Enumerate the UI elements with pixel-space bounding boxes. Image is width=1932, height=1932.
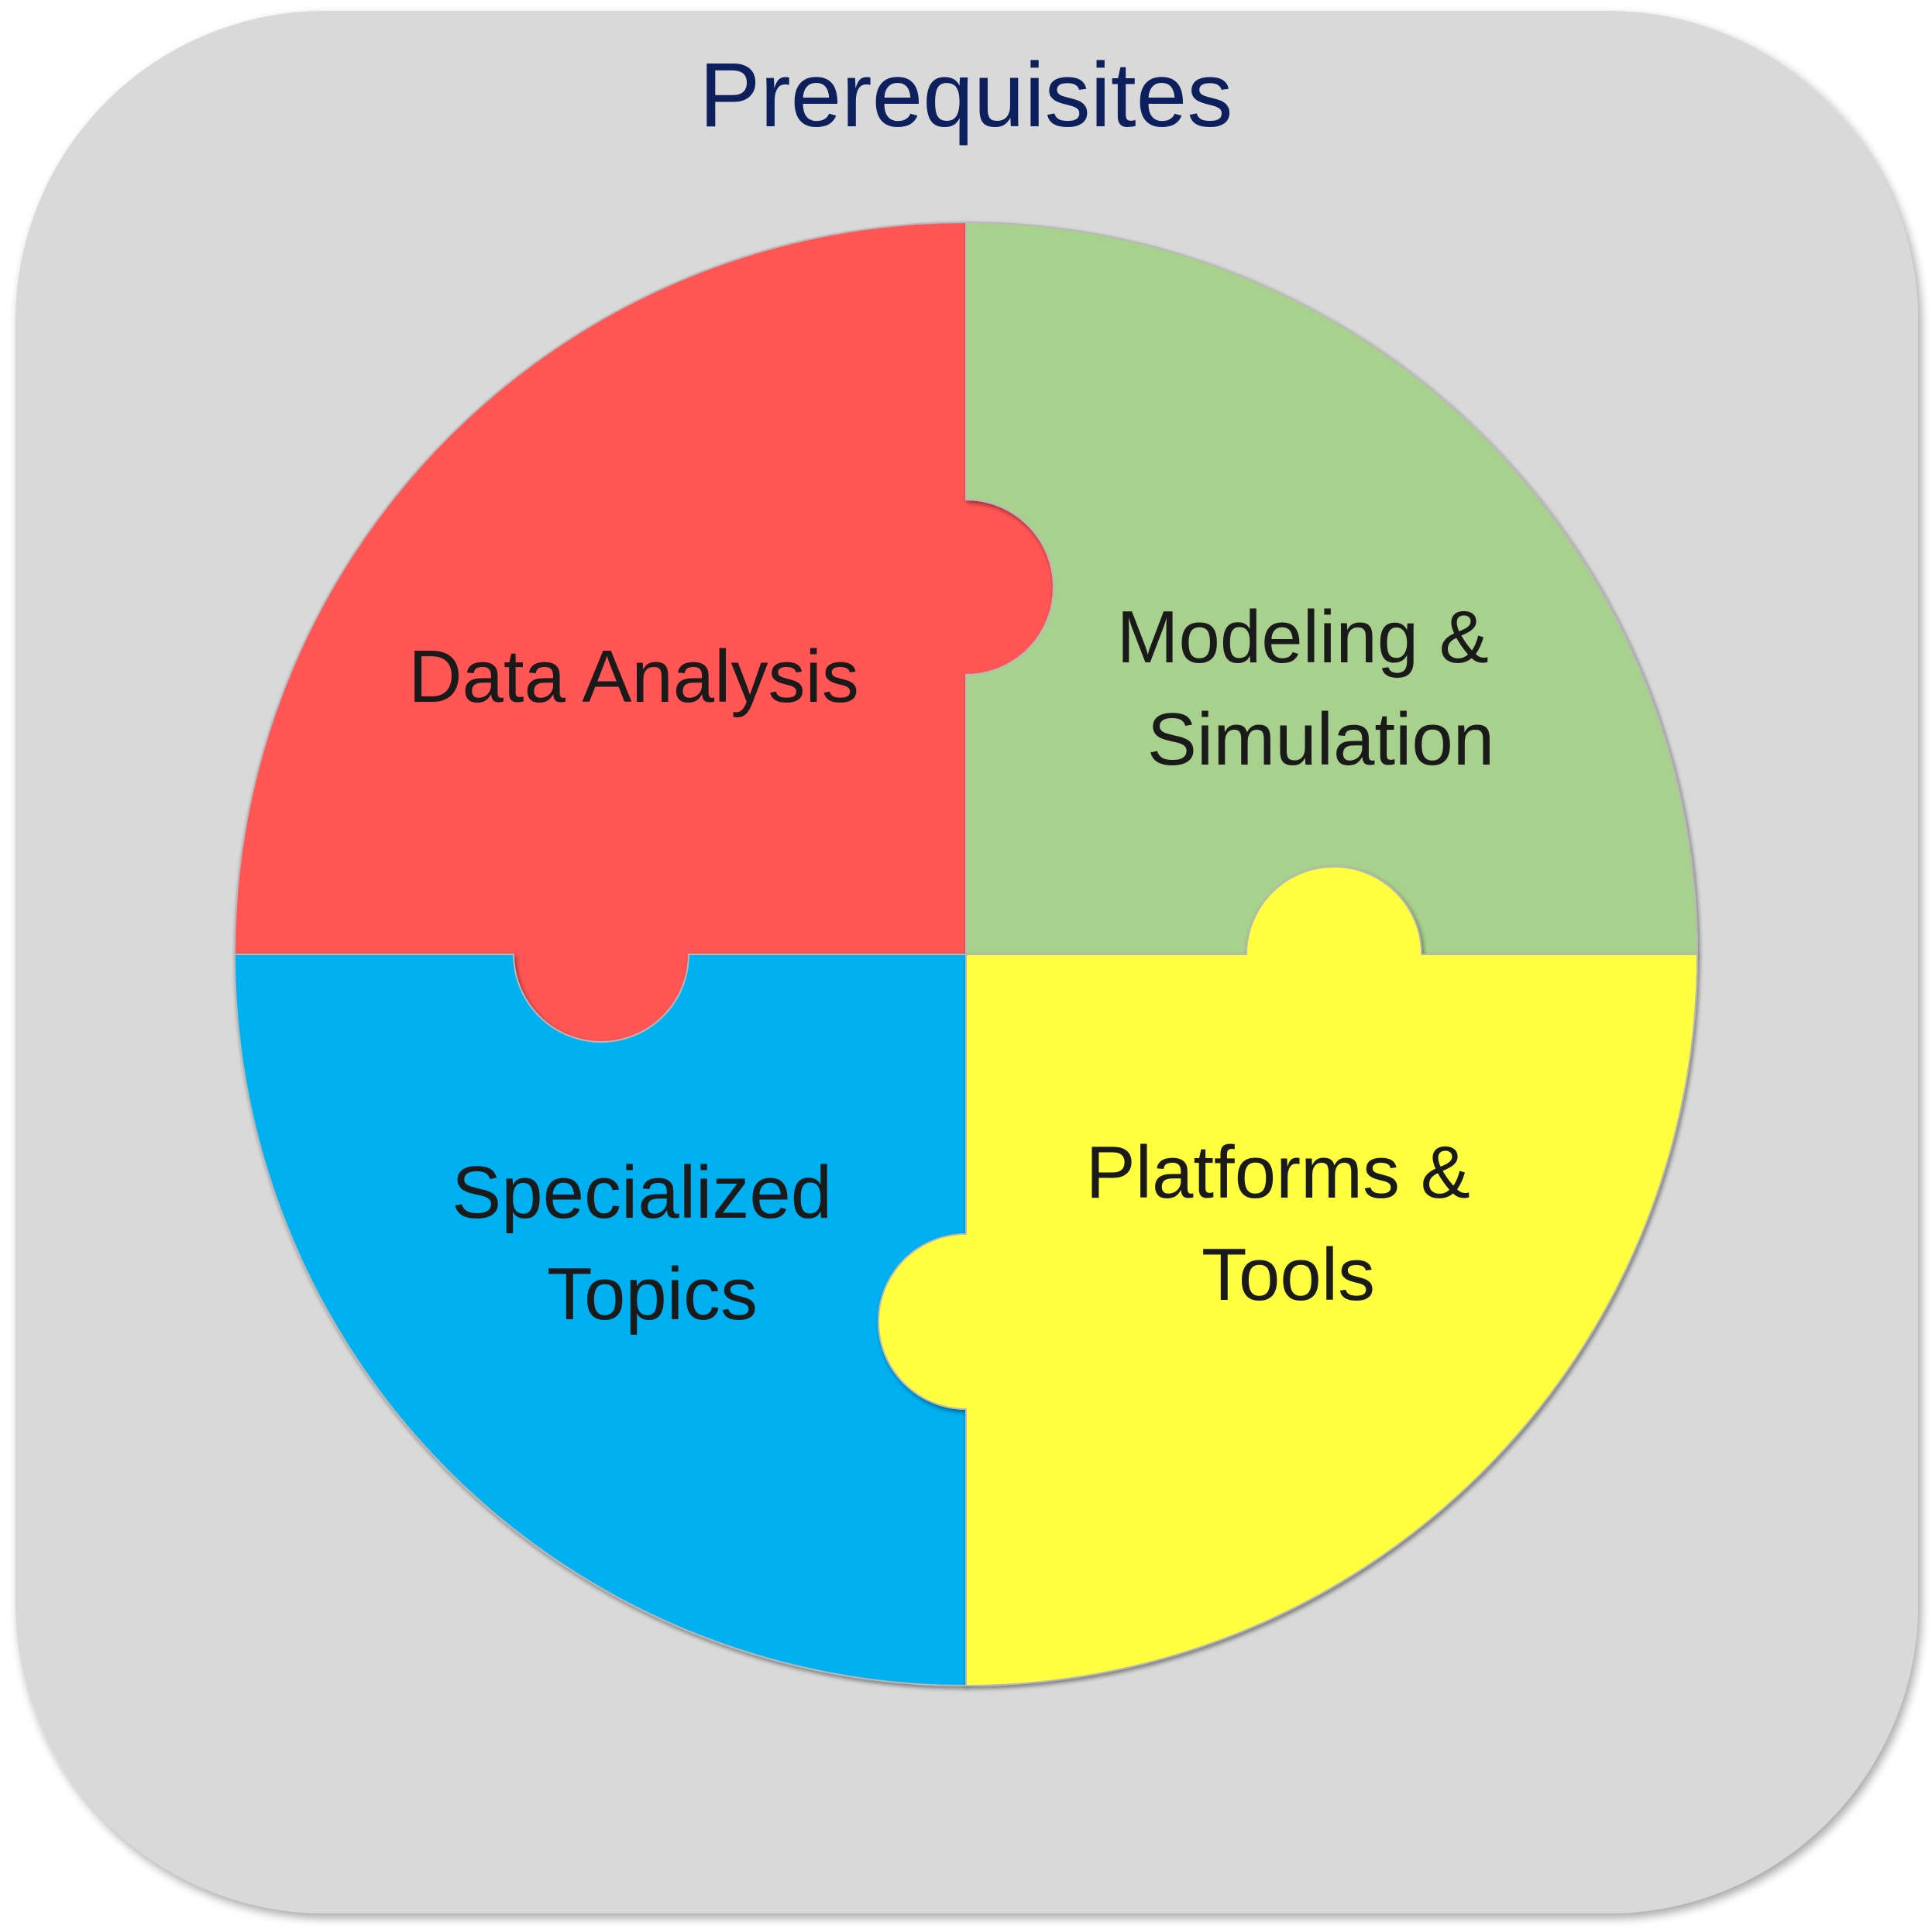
label-line: Data Analysis — [408, 635, 859, 718]
label-line: Specialized — [452, 1151, 832, 1234]
puzzle-circle — [233, 221, 1699, 1687]
label-modeling-simulation: Modeling & Simulation — [1117, 596, 1510, 781]
label-line: Simulation — [1147, 698, 1494, 781]
label-platforms-tools: Platforms & Tools — [1086, 1131, 1491, 1316]
label-data-analysis: Data Analysis — [408, 635, 859, 718]
label-line: Modeling & — [1117, 596, 1489, 679]
label-specialized-topics: Specialized Topics — [452, 1151, 853, 1336]
puzzle-piece-platforms-tools[interactable] — [878, 866, 1699, 1687]
diagram-title: Prerequisites — [700, 44, 1233, 146]
label-line: Topics — [547, 1253, 758, 1336]
label-line: Platforms & — [1086, 1131, 1470, 1214]
label-line: Tools — [1201, 1233, 1375, 1316]
